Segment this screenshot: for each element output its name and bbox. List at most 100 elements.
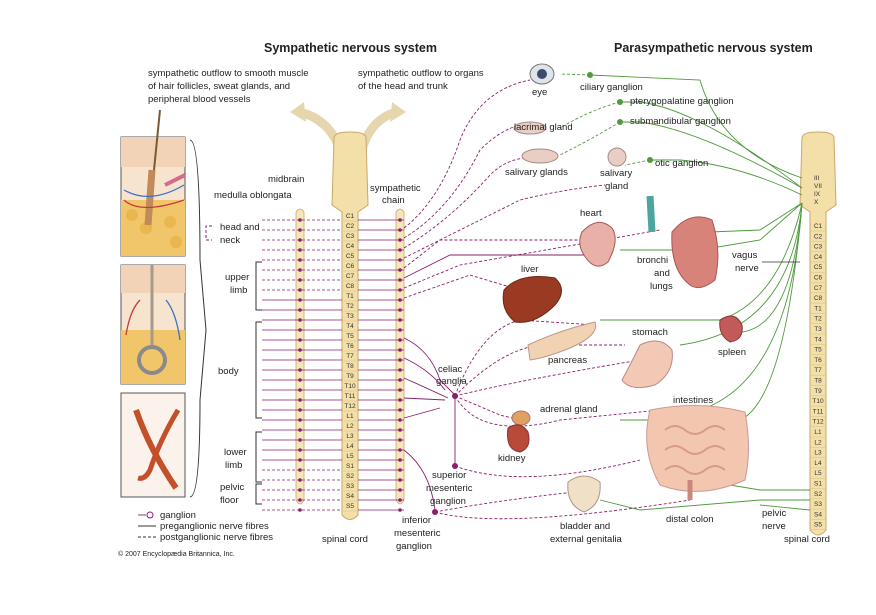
chain-ganglion [298, 398, 302, 402]
right-segment-label: T2 [814, 316, 822, 323]
lacrimal-gland-organ [513, 121, 547, 135]
sympathetic-chain-label: chain [382, 195, 405, 206]
head-neck-bracket [205, 225, 212, 241]
right-segment-label: T3 [814, 326, 822, 333]
right-segment-label: S1 [814, 481, 822, 488]
skin-brace [189, 139, 207, 498]
salivary-gland-label: salivary [600, 168, 632, 179]
chain-ganglion [298, 298, 302, 302]
upper-limb-bracket [255, 261, 262, 311]
right-segment-label: T9 [814, 388, 822, 395]
chain-ganglion [298, 288, 302, 292]
adrenal-organ [511, 410, 531, 426]
right-segment-label: S4 [814, 511, 822, 518]
chain-ganglion [398, 368, 402, 372]
chain-ganglion [298, 478, 302, 482]
chain-ganglion [298, 438, 302, 442]
intestines-organ [646, 405, 749, 500]
chain-ganglion [298, 468, 302, 472]
head-neck-label: head and [220, 222, 260, 233]
chain-ganglion [298, 258, 302, 262]
left-segment-label: L5 [346, 453, 354, 460]
liver-label: liver [521, 264, 538, 275]
inferior-mesenteric-label: mesenteric [394, 528, 441, 539]
bronchi-label: lungs [650, 281, 673, 292]
chain-ganglion [398, 298, 402, 302]
chain-ganglion [398, 348, 402, 352]
left-segment-label: S1 [346, 463, 354, 470]
chain-ganglion [298, 248, 302, 252]
superior-mesenteric-label: ganglion [430, 496, 466, 507]
chain-ganglion [398, 338, 402, 342]
left-segment-label: S3 [346, 483, 354, 490]
right-segment-label: T10 [812, 398, 824, 405]
right-segment-label: T7 [814, 367, 822, 374]
chain-ganglion [298, 228, 302, 232]
right-segment-label: S5 [814, 522, 822, 529]
right-segment-label: L1 [814, 429, 822, 436]
legend-post-label: postganglionic nerve fibres [160, 532, 273, 543]
outflow-arrowhead-left [290, 102, 306, 122]
kidney-label: kidney [498, 453, 526, 464]
heart-label: heart [580, 208, 602, 219]
bronchi-label: bronchi [637, 255, 668, 266]
left-segment-label: T11 [345, 393, 356, 400]
head-neck-label: neck [220, 235, 240, 246]
left-segment-label: L3 [346, 433, 354, 440]
left-segment-label: T8 [346, 363, 354, 370]
bladder-label: external genitalia [550, 534, 623, 545]
vagus-label: vagus [732, 250, 758, 261]
parasympathetic-ganglia [587, 72, 653, 163]
pancreas-label: pancreas [548, 355, 587, 366]
right-segment-label: L4 [814, 460, 822, 467]
salivary-glands-organ [521, 148, 559, 164]
outflow-head-label: of the head and trunk [358, 81, 448, 92]
inferior-mesenteric-label: ganglion [396, 541, 432, 552]
chain-ganglion [298, 328, 302, 332]
superior-mesenteric-label: mesenteric [426, 483, 473, 494]
chain-ganglion [398, 388, 402, 392]
right-segment-label: T8 [814, 378, 822, 385]
chain-ganglion [398, 508, 402, 512]
superior-mesenteric-label: superior [432, 470, 466, 481]
lungs-organ [646, 195, 719, 289]
right-segment-label: C5 [814, 264, 823, 271]
left-segment-label: T12 [344, 403, 356, 410]
left-segment-label: C1 [346, 213, 355, 220]
left-segment-label: S5 [346, 503, 354, 510]
right-segment-label: T4 [814, 336, 822, 343]
chain-ganglion [398, 448, 402, 452]
right-segment-label: C7 [814, 285, 823, 292]
skin-panel-blood-vessel [120, 392, 186, 498]
outflow-arrowhead-right [390, 102, 406, 122]
chain-ganglion [398, 328, 402, 332]
chain-ganglion [398, 218, 402, 222]
eye-organ [529, 63, 555, 85]
sympathetic-ganglia [432, 393, 458, 515]
chain-ganglion [398, 398, 402, 402]
chain-ganglion [398, 468, 402, 472]
chain-ganglion [298, 238, 302, 242]
midbrain-label: midbrain [268, 174, 304, 185]
bladder-label: bladder and [560, 521, 610, 532]
chain-ganglion [298, 498, 302, 502]
spleen-label: spleen [718, 347, 746, 358]
heart-organ [579, 221, 616, 267]
pelvic-floor-label: floor [220, 495, 238, 506]
chain-ganglion [398, 418, 402, 422]
chain-ganglion [398, 258, 402, 262]
left-segment-label: S2 [346, 473, 354, 480]
body-bracket [255, 321, 262, 419]
chain-ganglion [298, 338, 302, 342]
left-segment-label: T10 [344, 383, 356, 390]
chain-ganglion [298, 308, 302, 312]
stomach-label: stomach [632, 327, 668, 338]
parasympathetic-title: Parasympathetic nervous system [614, 41, 813, 55]
lower-limb-label: limb [225, 460, 242, 471]
right-segment-label: T11 [813, 408, 824, 415]
lower-limb-label: lower [224, 447, 247, 458]
copyright-credit: © 2007 Encyclopædia Britannica, Inc. [118, 550, 235, 558]
right-segment-label: T1 [814, 305, 822, 312]
right-segment-label: T12 [812, 419, 824, 426]
upper-limb-label: upper [225, 272, 249, 283]
